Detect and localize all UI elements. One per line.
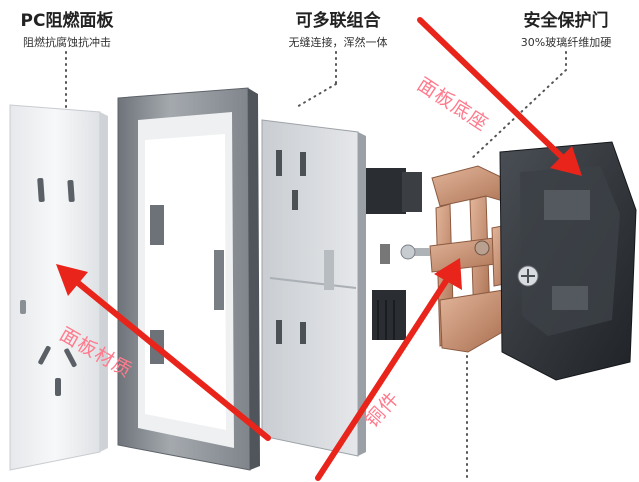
callout-title: 安全保护门 [523,11,609,31]
connector-blocks [366,168,422,340]
callout-title: PC阻燃面板 [20,11,114,31]
copper-terminals [429,165,521,353]
arrow-copper [315,258,462,481]
callout-subtitle: 阻燃抗腐蚀抗冲击 [23,36,111,49]
safety-shutter-housing [499,141,637,381]
callout-subtitle: 30%玻璃纤维加硬 [520,36,612,49]
red-arrows [56,17,582,481]
callout-flame-retardant-panel: PC阻燃面板 阻燃抗腐蚀抗冲击 [4,6,130,50]
front-panel [9,104,108,471]
arrow-panel-base [417,17,582,176]
terminal-screw [400,244,430,260]
callout-safety-shutter: 安全保护门 30%玻璃纤维加硬 [503,6,629,50]
mounting-base [261,119,366,457]
arrow-panel-material [56,264,271,441]
callout-multi-gang: 可多联组合 无缝连接，浑然一体 [268,6,408,50]
callout-subtitle: 无缝连接，浑然一体 [288,36,388,49]
callout-title: 可多联组合 [295,11,381,31]
